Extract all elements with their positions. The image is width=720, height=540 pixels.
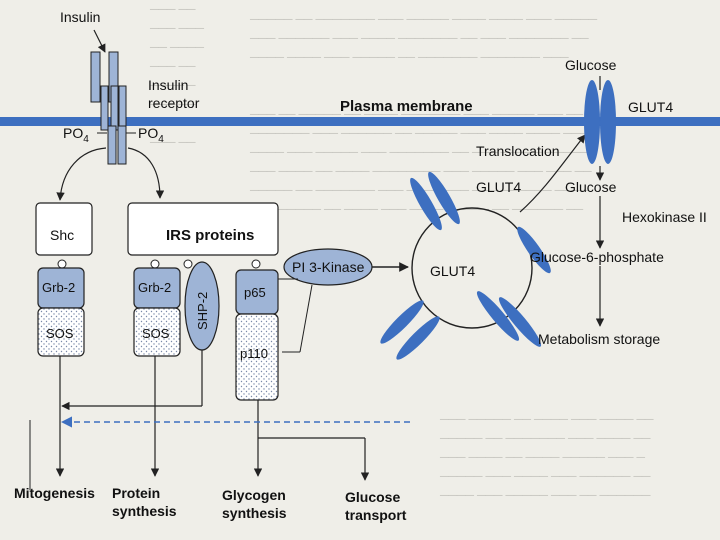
- shc-label: Shc: [50, 227, 74, 243]
- plasma-membrane-band: [0, 117, 720, 126]
- po4-left-label: PO4: [63, 125, 89, 145]
- glut4-vesicle: [411, 207, 533, 329]
- metabolism-label: Metabolism storage: [538, 331, 660, 347]
- pi3k-label: PI 3-Kinase: [292, 259, 365, 275]
- po4-right-label: PO4: [138, 125, 164, 145]
- background-page-text-lower: ─── ───── ── ──── ─── ──── ── ───── ── ─…: [440, 412, 654, 502]
- insulin-arrow: [93, 29, 106, 53]
- sos-mid-box: [133, 307, 181, 357]
- glucose-transport-label-2: transport: [345, 507, 407, 523]
- glucose-transport-label-1: Glucose: [345, 489, 400, 505]
- vesicle-glut4-transporters: [380, 171, 551, 360]
- mitogenesis-label: Mitogenesis: [14, 485, 95, 501]
- receptor-to-irs-arrow: [127, 147, 165, 199]
- g6p-label: Glucose-6-phosphate: [530, 249, 664, 265]
- irs-proteins-box: [127, 202, 279, 256]
- p110-label: p110: [240, 346, 268, 361]
- glycogen-label-1: Glycogen: [222, 487, 286, 503]
- insulin-label: Insulin: [60, 9, 100, 25]
- glut4-vesicle-label-a: GLUT4: [476, 179, 521, 195]
- sos-left-box: [37, 307, 85, 357]
- glycogen-label-2: synthesis: [222, 505, 287, 521]
- glucose-top-label: Glucose: [565, 57, 617, 73]
- glut4-membrane-label: GLUT4: [628, 99, 673, 115]
- insulin-receptor: [90, 51, 127, 165]
- translocation-label: Translocation: [476, 143, 560, 159]
- p110-box: [235, 313, 279, 401]
- sos-mid-label: SOS: [142, 326, 170, 341]
- insulin-receptor-label-1: Insulin: [148, 77, 188, 93]
- membrane-glut4-transporter: [584, 80, 616, 164]
- protein-label-1: Protein: [112, 485, 160, 501]
- grb2-mid-label: Grb-2: [138, 280, 171, 295]
- plasma-membrane-label: Plasma membrane: [340, 98, 473, 115]
- p65-label: p65: [244, 285, 266, 300]
- grb2-left-label: Grb-2: [42, 280, 75, 295]
- translocation-arrow: [519, 134, 586, 213]
- sos-left-label: SOS: [46, 326, 74, 341]
- receptor-to-shc-arrow: [56, 147, 107, 201]
- background-page-text: ───── ── ─────── ─── ───── ──── ──── ───…: [250, 12, 598, 216]
- protein-label-2: synthesis: [112, 503, 177, 519]
- irs-proteins-label: IRS proteins: [166, 227, 254, 244]
- glut4-vesicle-label-b: GLUT4: [430, 263, 475, 279]
- hexokinase-label: Hexokinase II: [622, 209, 707, 225]
- insulin-receptor-label-2: receptor: [148, 95, 200, 111]
- shp2-label: SHP-2: [195, 292, 210, 330]
- glucose-mid-label: Glucose: [565, 179, 617, 195]
- shc-box: [35, 202, 93, 256]
